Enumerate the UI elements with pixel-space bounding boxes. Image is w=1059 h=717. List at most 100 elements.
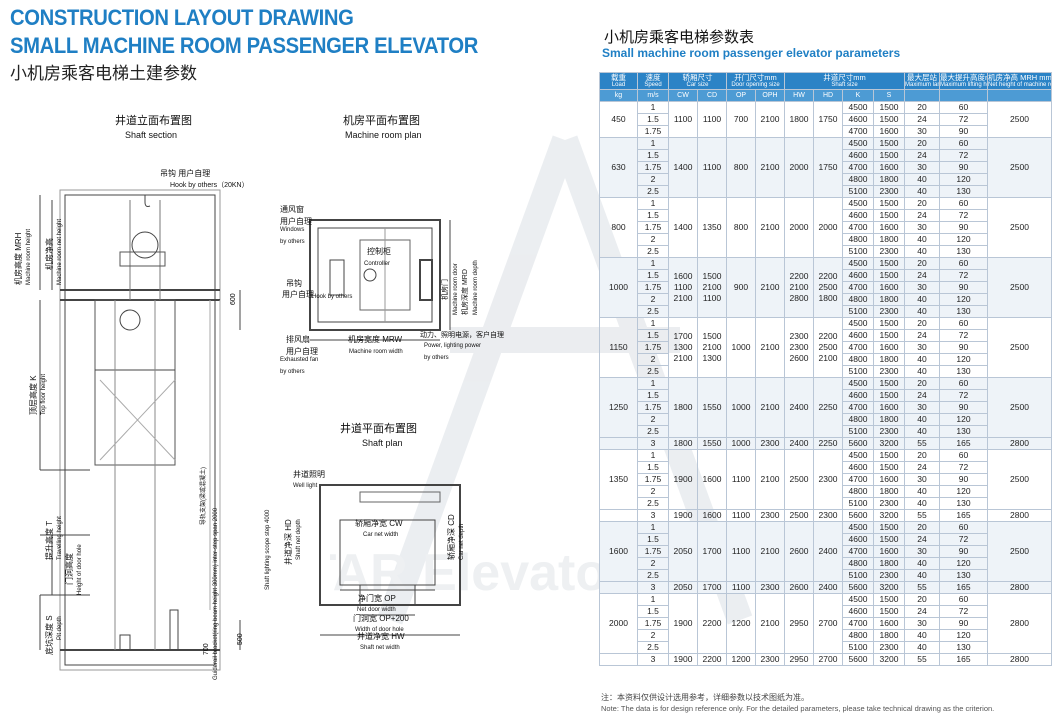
fan-cn: 排风扇用户自理: [286, 335, 318, 356]
s-cell: 1600: [873, 341, 905, 354]
cw-cell: 1400: [668, 137, 698, 198]
cw-value: 1100: [673, 282, 693, 292]
speed-cell: 1: [637, 521, 669, 534]
load-cell: [599, 653, 638, 666]
shaft-plan-drawing: [319, 484, 461, 636]
speed-cell: 2.5: [637, 569, 669, 582]
unit-cell: K: [842, 89, 874, 102]
cd-en: Car net depth: [459, 523, 465, 560]
k-cell: 4700: [842, 221, 874, 234]
hw-value: 2000: [789, 222, 809, 232]
dim-700: 700: [203, 643, 210, 655]
extra-cell: 2300: [755, 437, 785, 450]
speed-cell: 2: [637, 413, 669, 426]
door-hole-en: Width of door hole: [355, 627, 404, 633]
lift-cell: 120: [939, 413, 988, 426]
cd-cell: 1600: [697, 449, 727, 510]
hd-cell: 2400: [813, 521, 843, 582]
landing-cell: 20: [904, 377, 940, 390]
machine-room-title-en: Machine room plan: [345, 130, 422, 140]
hw-cell: 1800: [784, 101, 814, 138]
extra-cell: 3: [637, 509, 669, 522]
op-value: 800: [733, 222, 749, 232]
mrh-cell: 2500: [987, 521, 1052, 582]
hd-value: 2200: [818, 331, 838, 341]
extra-cell: 2600: [784, 581, 814, 594]
s-cell: 1500: [873, 329, 905, 342]
extra-cell: 1900: [668, 509, 698, 522]
extra-cell: 2700: [813, 653, 843, 666]
extra-cell: 3: [637, 437, 669, 450]
k-cell: 5100: [842, 305, 874, 318]
s-cell: 1500: [873, 113, 905, 126]
op-cell: 1100: [726, 521, 756, 582]
op-cell: 700: [726, 101, 756, 138]
lift-cell: 130: [939, 305, 988, 318]
k-cell: 4500: [842, 137, 874, 150]
lift-cell: 90: [939, 281, 988, 294]
lift-cell: 60: [939, 317, 988, 330]
landing-cell: 20: [904, 593, 940, 606]
speed-cell: 1: [637, 593, 669, 606]
cd-value: 2100: [702, 282, 722, 292]
lift-cell: 120: [939, 629, 988, 642]
speed-cell: 1: [637, 197, 669, 210]
shaft-light-en: Shaft lighting scope step 4000: [265, 509, 271, 590]
hd-value: 2100: [818, 353, 838, 363]
landing-cell: 40: [904, 305, 940, 318]
lift-cell: 120: [939, 233, 988, 246]
mrh-cell: 2500: [987, 101, 1052, 138]
landing-cell: 40: [904, 233, 940, 246]
s-cell: 1800: [873, 413, 905, 426]
lift-cell: 130: [939, 365, 988, 378]
cd-value: 1100: [702, 293, 722, 303]
landing-cell: 24: [904, 149, 940, 162]
lift-cell: 130: [939, 569, 988, 582]
shaft-section-title-cn: 井道立面布置图: [115, 115, 192, 127]
lift-cell: 120: [939, 557, 988, 570]
lift-cell: 60: [939, 197, 988, 210]
speed-cell: 2: [637, 353, 669, 366]
hd-value: 1750: [818, 162, 838, 172]
landing-cell: 24: [904, 533, 940, 546]
bracket-cn: 导轨支架(梁或混凝土): [201, 467, 207, 525]
extra-cell: 3200: [873, 581, 905, 594]
speed-cell: 1.5: [637, 329, 669, 342]
op-value: 700: [733, 114, 749, 124]
cd-cell: 1550: [697, 377, 727, 438]
speed-cell: 1.75: [637, 281, 669, 294]
k-cell: 4800: [842, 173, 874, 186]
lift-cell: 60: [939, 521, 988, 534]
k-cell: 5100: [842, 245, 874, 258]
speed-cell: 1.75: [637, 161, 669, 174]
landing-cell: 40: [904, 641, 940, 654]
hd-value: 2500: [818, 342, 838, 352]
hw-en: Shaft net width: [360, 645, 400, 651]
extra-cell: 5600: [842, 437, 874, 450]
cd-value: 1300: [702, 353, 722, 363]
mrh-cell: 2500: [987, 377, 1052, 438]
load-cell: 1250: [599, 377, 638, 438]
controller-cn: 控制柜: [367, 247, 391, 256]
landing-cell: 40: [904, 497, 940, 510]
params-title-cn: 小机房乘客电梯参数表: [604, 29, 755, 46]
k-cell: 5100: [842, 497, 874, 510]
mrw-en: Machine room width: [349, 349, 403, 355]
lift-cell: 60: [939, 377, 988, 390]
s-cell: 1600: [873, 221, 905, 234]
sub-title: SMALL MACHINE ROOM PASSENGER ELEVATOR: [10, 33, 479, 58]
lift-cell: 120: [939, 353, 988, 366]
extra-cell: 3200: [873, 437, 905, 450]
lift-cell: 72: [939, 329, 988, 342]
extra-cell: 1700: [697, 581, 727, 594]
